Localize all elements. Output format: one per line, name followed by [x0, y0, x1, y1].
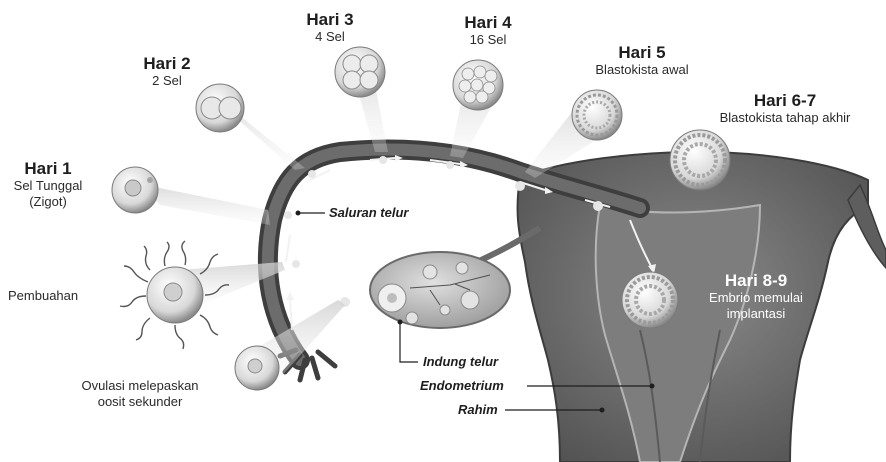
day5-line1: Blastokista awal: [572, 62, 712, 78]
day67-title: Hari 6-7: [690, 91, 880, 110]
day89-line2: implantasi: [690, 306, 822, 322]
fertilization-label: Pembuahan: [8, 287, 108, 305]
day4-label: Hari 4 16 Sel: [448, 13, 528, 48]
day4-title: Hari 4: [448, 13, 528, 32]
day3-line1: 4 Sel: [290, 29, 370, 45]
day67-label: Hari 6-7 Blastokista tahap akhir: [690, 91, 880, 126]
day1-line2: (Zigot): [10, 194, 86, 210]
day5-label: Hari 5 Blastokista awal: [572, 43, 712, 78]
late-blastocyst: [670, 130, 730, 190]
uterus-label: Rahim: [458, 402, 498, 417]
day1-title: Hari 1: [10, 159, 86, 178]
ovary-leader-line: [400, 322, 418, 362]
day89-label: Hari 8-9 Embrio memulai implantasi: [690, 271, 822, 322]
day3-title: Hari 3: [290, 10, 370, 29]
implanting-embryo: [622, 272, 678, 328]
day4-line1: 16 Sel: [448, 32, 528, 48]
endometrium-label: Endometrium: [420, 378, 504, 393]
day89-line1: Embrio memulai: [690, 290, 822, 306]
ovary: [370, 252, 510, 328]
fallopian-tube-label: Saluran telur: [329, 205, 408, 220]
ovary-label: Indung telur: [423, 354, 498, 369]
day5-title: Hari 5: [572, 43, 712, 62]
day2-label: Hari 2 2 Sel: [128, 54, 206, 89]
day3-label: Hari 3 4 Sel: [290, 10, 370, 45]
ovulation-line2: oosit sekunder: [55, 394, 225, 410]
day1-line1: Sel Tunggal: [10, 178, 86, 194]
day67-line1: Blastokista tahap akhir: [690, 110, 880, 126]
fertilization-text: Pembuahan: [8, 288, 78, 303]
two-cell-embryo: [196, 84, 244, 132]
four-cell-embryo: [335, 47, 385, 97]
zygote-cell: [112, 167, 158, 213]
sixteen-cell-embryo: [453, 60, 503, 110]
day2-title: Hari 2: [128, 54, 206, 73]
day1-label: Hari 1 Sel Tunggal (Zigot): [10, 159, 86, 210]
ovulated-oocyte: [235, 346, 279, 390]
early-blastocyst: [572, 90, 622, 140]
ovulation-line1: Ovulasi melepaskan: [55, 378, 225, 394]
ovulation-label: Ovulasi melepaskan oosit sekunder: [55, 378, 225, 410]
day2-line1: 2 Sel: [128, 73, 206, 89]
day89-title: Hari 8-9: [690, 271, 822, 290]
